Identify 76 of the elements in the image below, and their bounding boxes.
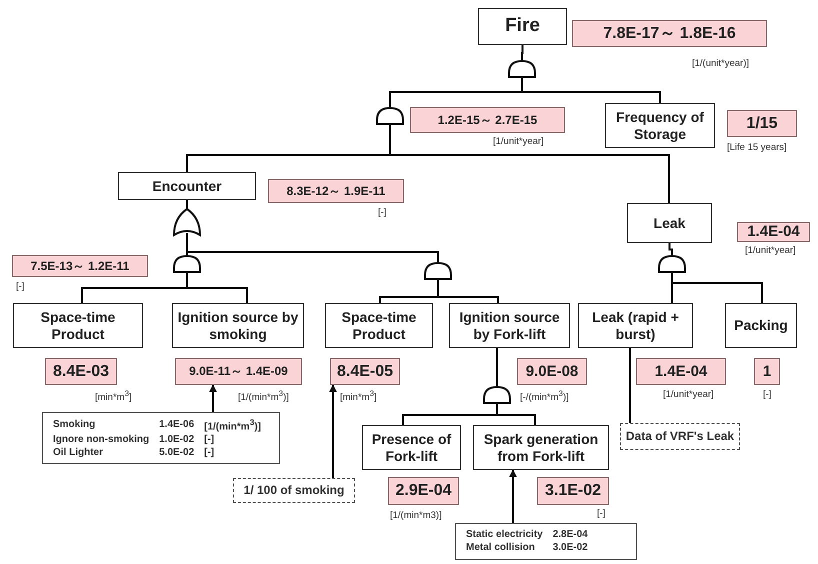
note-box: Data of VRF's Leak <box>620 423 740 450</box>
value-box: 8.3E-12～ 1.9E-11 <box>268 179 404 203</box>
value-box: 7.5E-13～ 1.2E-11 <box>12 255 148 277</box>
unit-label: [Life 15 years] <box>727 142 787 153</box>
table-entry: Ignore non-smoking <box>53 434 150 446</box>
arrow <box>509 469 517 523</box>
data-table <box>42 412 280 464</box>
value-box: 1.2E-15～ 2.7E-15 <box>410 107 565 133</box>
connector-line <box>496 404 536 425</box>
value-box: 9.0E-08 <box>517 358 587 385</box>
or-gate <box>172 208 202 236</box>
unit-label: [1/(min*m3)] <box>390 510 442 521</box>
unit-label: [1/unit*year] <box>663 389 714 400</box>
table-entry: Static electricity <box>466 529 543 541</box>
value-box: 3.1E-02 <box>537 477 609 505</box>
unit-label: [-] <box>763 389 772 400</box>
arrow <box>329 384 337 478</box>
value-box: 1 <box>754 358 780 385</box>
note-box: 1/ 100 of smoking <box>233 478 355 503</box>
connector-line <box>437 280 499 303</box>
event-box: Encounter <box>118 172 256 200</box>
value-box: 8.4E-03 <box>45 358 117 385</box>
connector-line <box>668 243 673 256</box>
event-box: Space-time Product <box>13 303 143 348</box>
unit-label: [1/unit*year] <box>493 136 544 147</box>
unit-label: [-] <box>16 281 24 292</box>
table-entry: 1.0E-02 <box>159 434 194 446</box>
event-box: Spark generation from Fork-lift <box>473 425 609 470</box>
value-box: 1.4E-04 <box>636 358 726 385</box>
value-box: 8.4E-05 <box>330 358 400 385</box>
and-gate <box>657 255 687 272</box>
value-box: 2.9E-04 <box>388 477 459 505</box>
table-entry: 2.8E-04 <box>552 529 588 541</box>
value-box: 7.8E-17～ 1.8E-16 <box>572 20 767 47</box>
connector-line <box>496 348 498 387</box>
data-table <box>455 523 637 560</box>
table-entry: 1.4E-06 <box>159 418 194 431</box>
value-box: 1.4E-04 <box>737 222 810 242</box>
event-box: Space-time Product <box>325 303 433 348</box>
unit-label: [1/(unit*year)] <box>692 58 750 69</box>
unit-label: [min*m$^{3}$] <box>340 389 377 404</box>
event-box: Leak (rapid + burst) <box>578 303 693 348</box>
arrow <box>209 384 217 412</box>
and-gate <box>375 107 405 124</box>
unit-label: [-] <box>378 207 386 218</box>
table-entry: Smoking <box>53 418 96 431</box>
and-gate <box>423 262 453 280</box>
event-box: Ignition source by smoking <box>172 303 304 348</box>
unit-label: [-/(min*m$^{3}$)] <box>520 389 569 404</box>
and-gate <box>172 255 202 272</box>
table-entry: [-] <box>204 447 216 460</box>
unit-label: [1/(min*m$^{3}$)] <box>238 389 289 404</box>
value-box: 1/15 <box>727 110 797 137</box>
event-box: Ignition source by Fork-lift <box>449 303 570 348</box>
unit-label: [min*m$^{3}$] <box>95 389 132 404</box>
connector-line <box>186 200 188 209</box>
table-entry: [1/(min*m$^{3}$)] <box>204 416 262 434</box>
unit-label: [-] <box>597 508 606 519</box>
connector-line <box>521 45 524 61</box>
and-gate <box>507 60 537 77</box>
table-entry: [-] <box>204 434 216 446</box>
event-box: Leak <box>627 203 712 243</box>
event-box: Packing <box>725 303 797 348</box>
connector-line <box>671 272 763 303</box>
event-box: Frequency of Storage <box>605 103 715 148</box>
table-entry: Metal collision <box>466 542 536 554</box>
event-box: Fire <box>478 8 567 45</box>
table-entry: Oil Lighter <box>53 447 104 460</box>
value-box: 9.0E-11～ 1.4E-09 <box>175 358 302 385</box>
table-entry: 5.0E-02 <box>159 447 194 460</box>
unit-label: [1/unit*year] <box>745 245 796 256</box>
connector-line <box>629 348 631 423</box>
table-entry: 3.0E-02 <box>552 542 588 554</box>
event-box: Presence of Fork-lift <box>362 425 461 470</box>
and-gate <box>482 386 512 404</box>
connector-line <box>389 124 670 203</box>
